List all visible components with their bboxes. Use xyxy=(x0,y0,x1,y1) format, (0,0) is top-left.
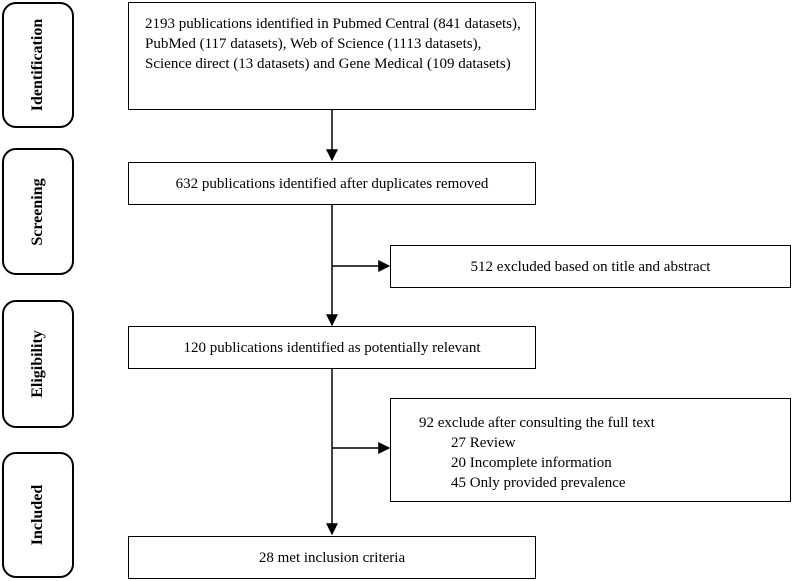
excluded-reason-incomplete: 20 Incomplete information xyxy=(451,455,612,471)
box-excluded-title-text: 512 excluded based on title and abstract xyxy=(470,258,711,275)
box-included-text: 28 met inclusion criteria xyxy=(258,549,406,566)
excluded-reason-review: 27 Review xyxy=(451,435,516,451)
box-identified: 2193 publications identified in Pubmed C… xyxy=(128,2,536,110)
box-excluded-fulltext-title: 92 exclude after consulting the full tex… xyxy=(419,415,655,431)
box-excluded-title: 512 excluded based on title and abstract xyxy=(390,245,791,288)
box-excluded-fulltext: 92 exclude after consulting the full tex… xyxy=(390,398,791,502)
phase-screening: Screening xyxy=(2,148,74,275)
box-potentially-relevant: 120 publications identified as potential… xyxy=(128,326,536,369)
box-potentially-relevant-text: 120 publications identified as potential… xyxy=(183,339,481,356)
box-after-duplicates: 632 publications identified after duplic… xyxy=(128,162,536,205)
phase-identification: Identification xyxy=(2,2,74,128)
excluded-reason-prevalence: 45 Only provided prevalence xyxy=(451,475,626,491)
phase-included: Included xyxy=(2,452,74,578)
box-included: 28 met inclusion criteria xyxy=(128,536,536,579)
phase-eligibility: Eligibility xyxy=(2,300,74,428)
box-identified-text: 2193 publications identified in Pubmed C… xyxy=(145,16,521,72)
box-after-duplicates-text: 632 publications identified after duplic… xyxy=(175,175,489,192)
